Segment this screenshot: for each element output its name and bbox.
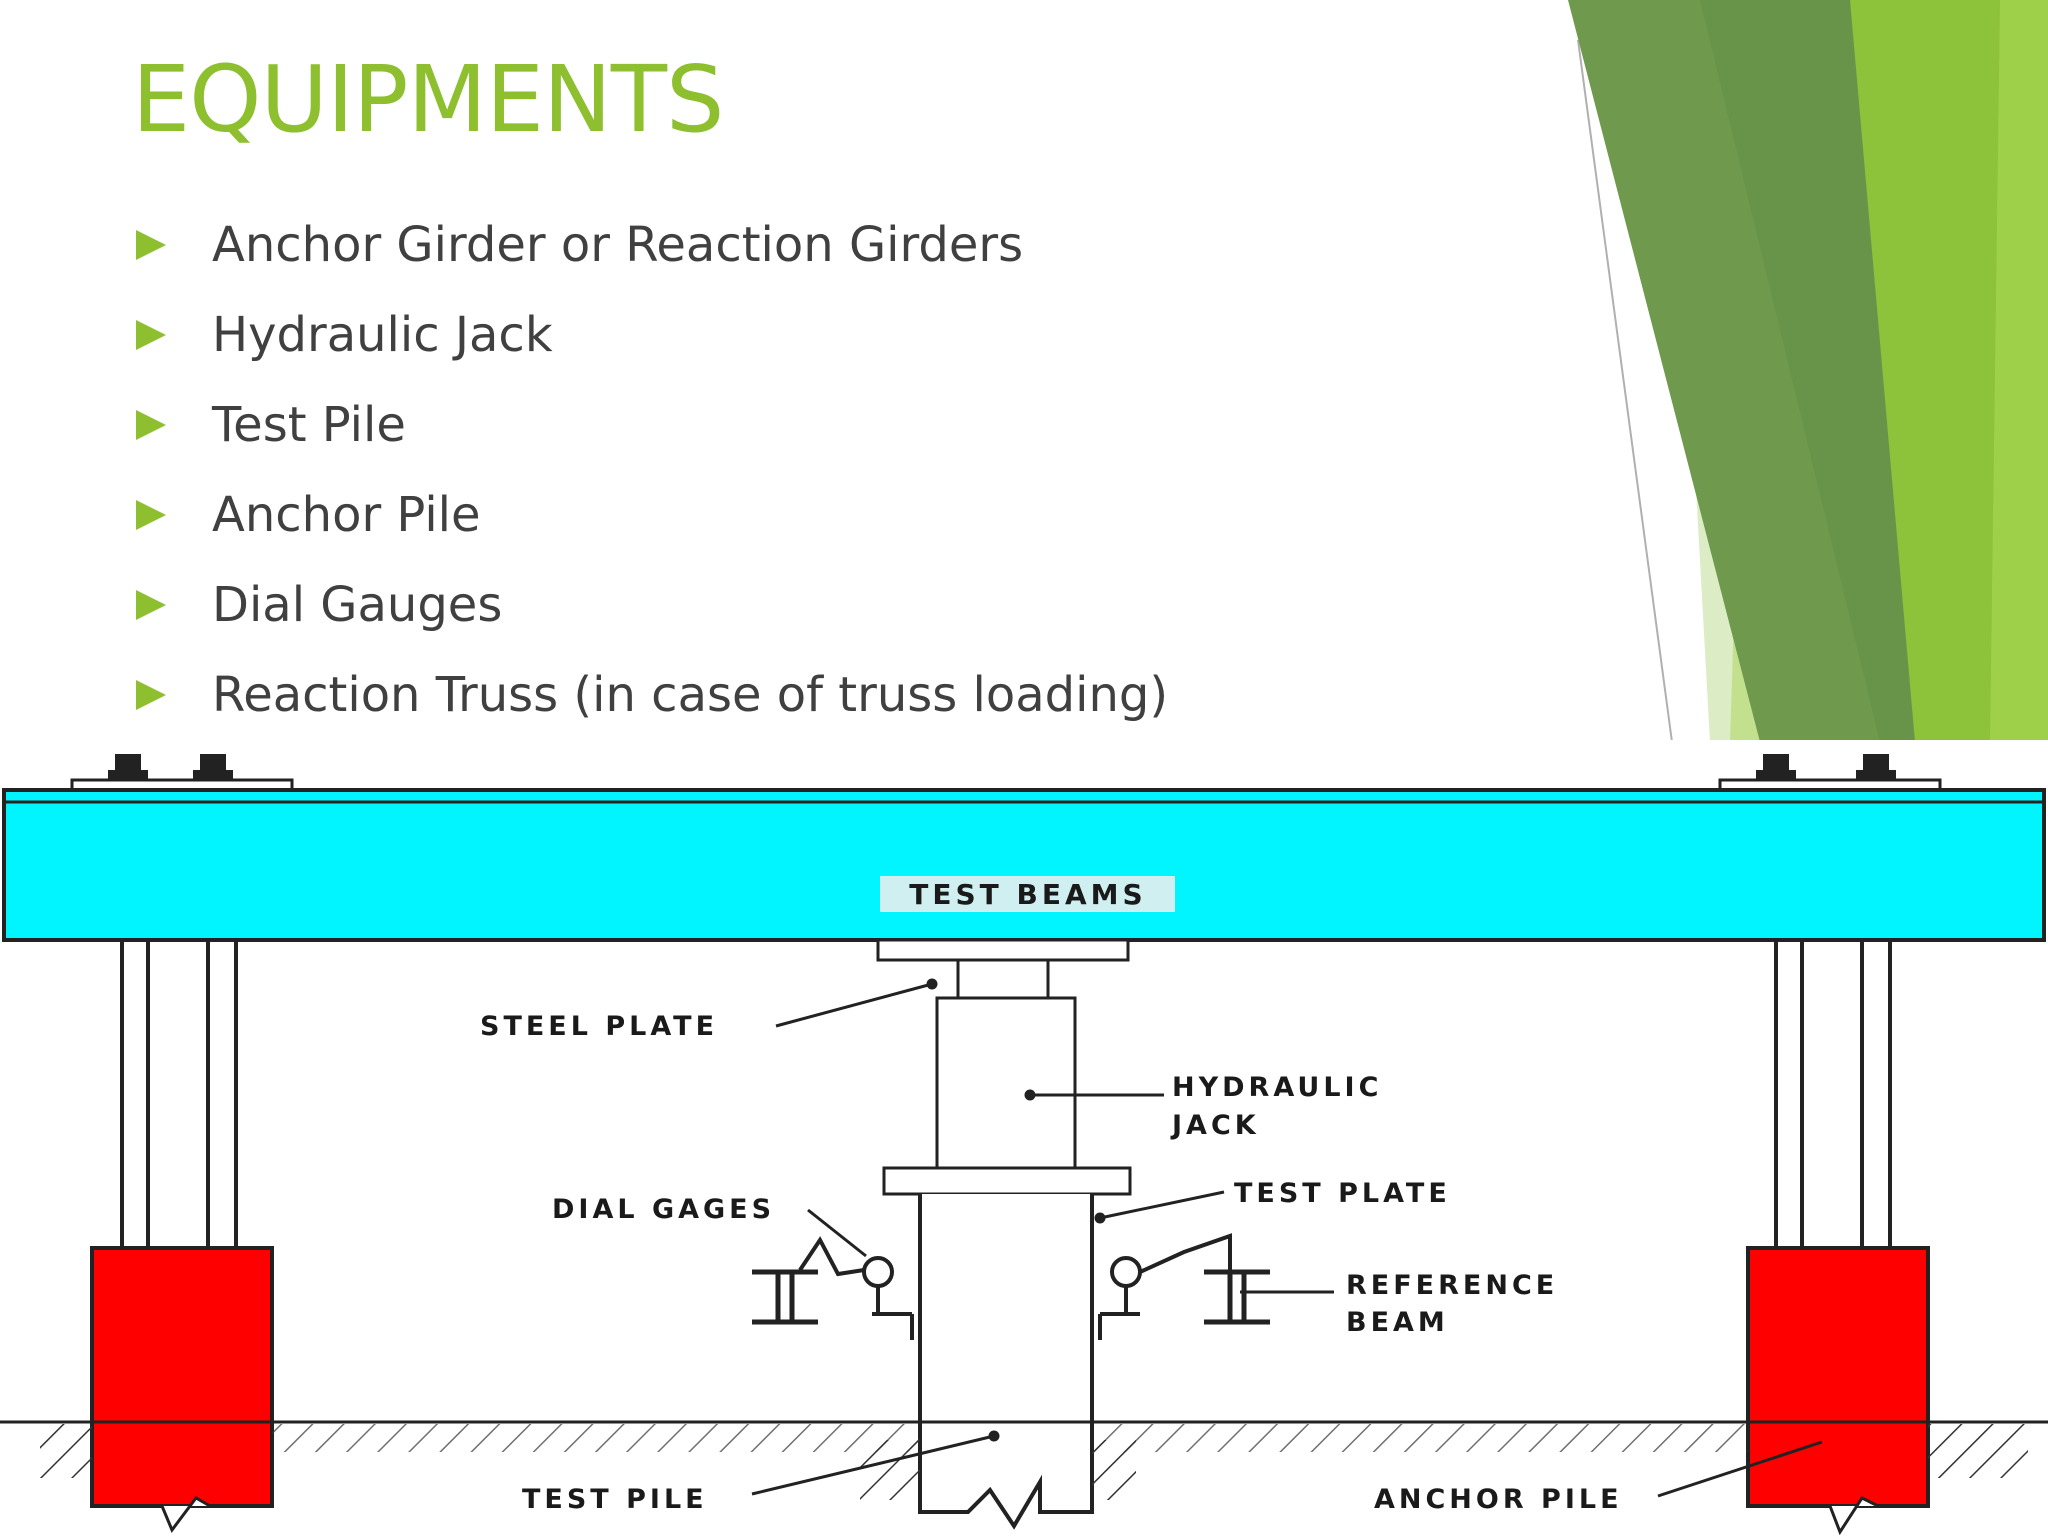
- test-plate-label: TEST PLATE: [1234, 1178, 1451, 1209]
- bullet-text: Test Pile: [212, 397, 406, 453]
- triangle-bullet-icon: [136, 680, 166, 710]
- reference-beam-label: BEAM: [1346, 1307, 1449, 1338]
- triangle-bullet-icon: [136, 410, 166, 440]
- test-beams-label: TEST BEAMS: [909, 878, 1146, 911]
- hydraulic-jack: [935, 996, 1077, 1170]
- dial-gauge-right: [1098, 1233, 1232, 1340]
- dial-gauge-left: [798, 1236, 914, 1340]
- list-item: Test Pile: [136, 380, 1168, 470]
- pile-load-test-diagram: TEST BEAMS: [0, 740, 2048, 1536]
- reference-beam-right: [1204, 1269, 1270, 1325]
- steel-plate: [876, 938, 1130, 962]
- list-item: Dial Gauges: [136, 560, 1168, 650]
- triangle-bullet-icon: [136, 500, 166, 530]
- bullet-text: Reaction Truss (in case of truss loading…: [212, 667, 1169, 723]
- hydraulic-jack-label: JACK: [1170, 1110, 1260, 1141]
- steel-plate-label: STEEL PLATE: [480, 1011, 718, 1042]
- test-plate: [882, 1166, 1132, 1196]
- bullet-text: Hydraulic Jack: [212, 307, 553, 363]
- anchor-pile-label: ANCHOR PILE: [1374, 1484, 1623, 1515]
- triangle-bullet-icon: [136, 230, 166, 260]
- bullet-text: Anchor Girder or Reaction Girders: [212, 217, 1024, 273]
- ground-hatching: [0, 1420, 2048, 1500]
- triangle-bullet-icon: [136, 320, 166, 350]
- bullet-text: Anchor Pile: [212, 487, 481, 543]
- list-item: Anchor Pile: [136, 470, 1168, 560]
- bolt-icon: [70, 754, 294, 792]
- leader-lines: [751, 978, 1823, 1498]
- list-item: Hydraulic Jack: [136, 290, 1168, 380]
- list-item: Anchor Girder or Reaction Girders: [136, 200, 1168, 290]
- hydraulic-jack-label: HYDRAULIC: [1172, 1072, 1382, 1103]
- test-beams: [2, 788, 2046, 942]
- anchor-pile-right: [1746, 1246, 1930, 1508]
- reference-beam-label: REFERENCE: [1346, 1270, 1558, 1301]
- reference-beam-left: [752, 1269, 818, 1325]
- test-pile: [918, 1194, 1094, 1530]
- triangle-bullet-icon: [136, 590, 166, 620]
- anchor-pile-left: [90, 1246, 274, 1508]
- equipment-list: Anchor Girder or Reaction Girders Hydrau…: [136, 200, 1168, 740]
- list-item: Reaction Truss (in case of truss loading…: [136, 650, 1168, 740]
- bullet-text: Dial Gauges: [212, 577, 503, 633]
- slide-title: EQUIPMENTS: [132, 46, 724, 153]
- dial-gages-label: DIAL GAGES: [552, 1194, 775, 1225]
- test-pile-label: TEST PILE: [522, 1484, 708, 1515]
